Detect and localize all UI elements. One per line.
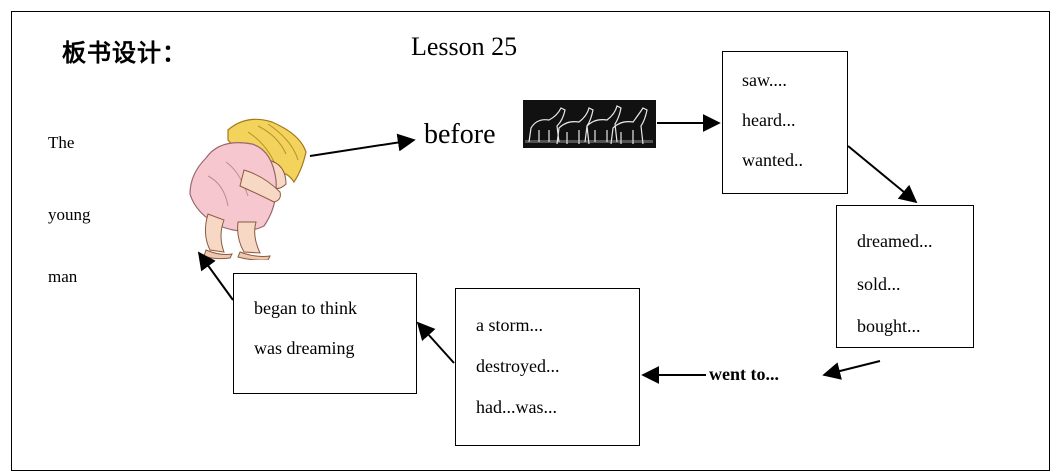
flow-arrows [197,114,918,384]
box-began-to-think: began to think was dreaming [233,273,417,394]
box-line: sold... [857,274,901,294]
subject-line-young: young [48,205,91,224]
box-line: wanted.. [742,150,803,170]
arrow-girl-to-before [309,133,416,157]
arrow-middlebox-to-leftbox [416,321,455,364]
box-line: dreamed... [857,231,933,251]
went-to-label: went to... [709,364,779,384]
subject-line-the: The [48,133,75,152]
box-line: was dreaming [254,338,355,358]
arrow-rightbox-to-wentto [822,360,881,380]
box-line: bought... [857,316,921,336]
box-storm-destroyed-had: a storm... destroyed... had...was... [455,288,640,446]
box-line: saw.... [742,70,787,90]
box-line: began to think [254,298,357,318]
box-dreamed-sold-bought: dreamed... sold... bought... [836,205,974,348]
arrow-topbox-to-rightbox [847,145,918,204]
box-line: a storm... [476,315,543,335]
board-design-heading: 板书设计： [62,39,187,67]
box-line: destroyed... [476,356,560,376]
box-line: heard... [742,110,796,130]
box-saw-heard-wanted: saw.... heard... wanted.. [722,51,848,194]
crouching-girl-illustration [189,118,307,260]
arrow-leftbox-to-girl [197,251,234,301]
box-line: had...was... [476,397,557,417]
before-label: before [424,119,496,150]
lesson-title: Lesson 25 [411,32,518,61]
animal-herd-image [523,100,656,148]
subject-line-man: man [48,267,78,286]
